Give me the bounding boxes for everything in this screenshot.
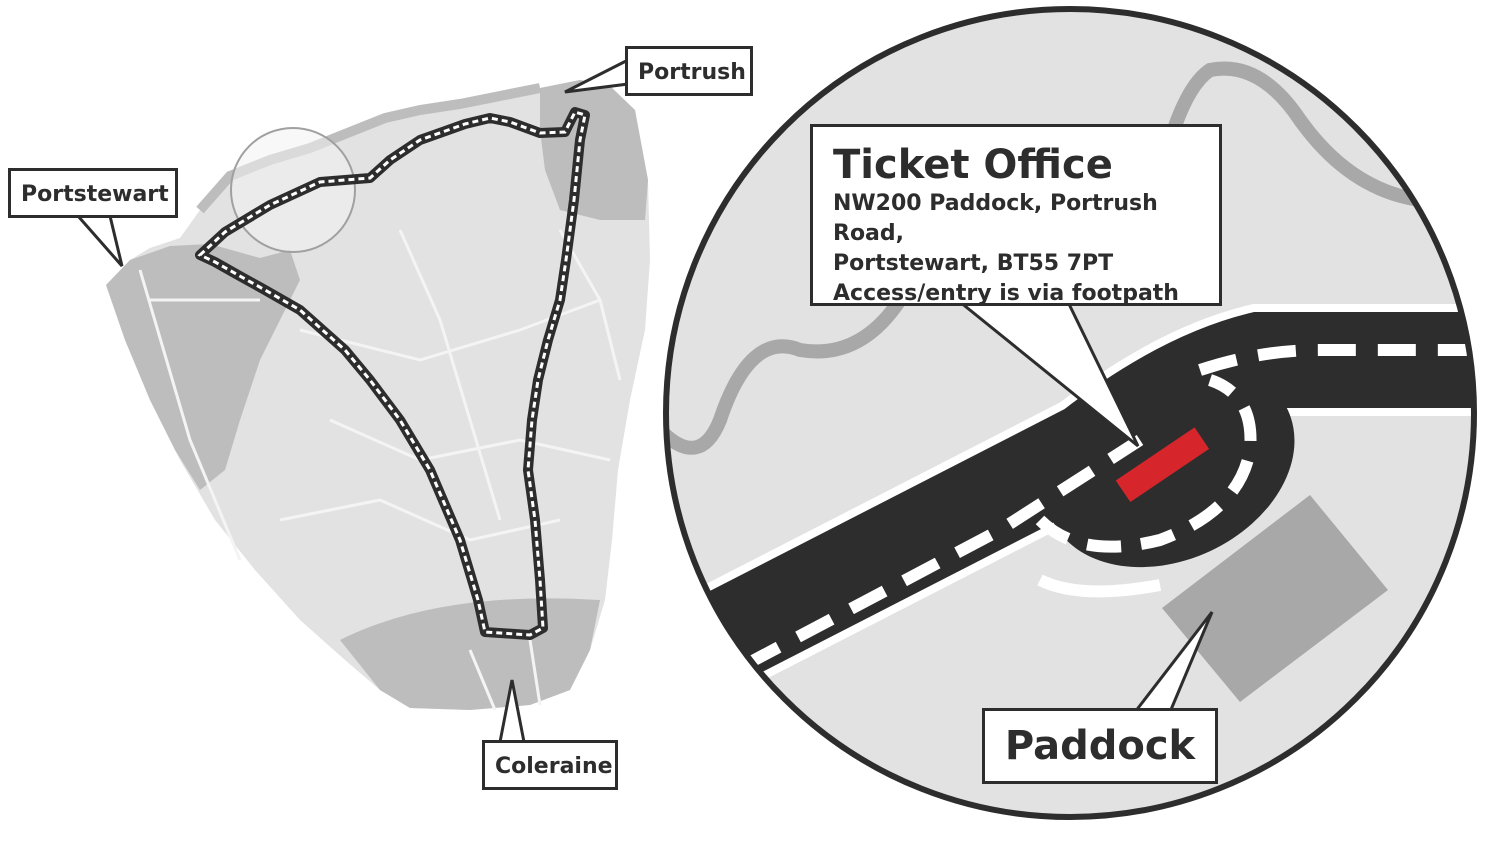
portstewart-label: Portstewart — [8, 168, 178, 218]
inset-border — [663, 6, 1477, 820]
portstewart-town — [106, 244, 300, 490]
zoom-inset — [663, 6, 1477, 820]
ticket-office-callout: Ticket Office NW200 Paddock, Portrush Ro… — [810, 124, 1222, 306]
portrush-town — [540, 80, 648, 220]
inset-road-centerline — [742, 434, 1144, 671]
ticket-address-line-2: Portstewart, BT55 7PT — [833, 251, 1114, 276]
ticket-access-note: Access/entry is via footpath — [833, 281, 1179, 306]
inset-loop-centerline — [1035, 374, 1257, 553]
paddock-label: Paddock — [982, 708, 1218, 784]
inset-upper-centerline — [1198, 344, 1474, 376]
ticket-office-title: Ticket Office — [833, 142, 1113, 188]
overview-map — [74, 57, 650, 744]
ticket-office-marker — [1115, 427, 1210, 503]
portrush-label: Portrush — [625, 46, 753, 96]
minor-roads — [138, 229, 622, 711]
paddock-building — [1162, 495, 1388, 702]
coleraine-label: Coleraine — [482, 740, 618, 790]
ticket-address-line-1: NW200 Paddock, Portrush Road, — [833, 191, 1158, 246]
portrush-pointer — [564, 57, 630, 94]
portstewart-pointer — [74, 214, 124, 267]
race-circuit-centerline — [197, 110, 587, 637]
